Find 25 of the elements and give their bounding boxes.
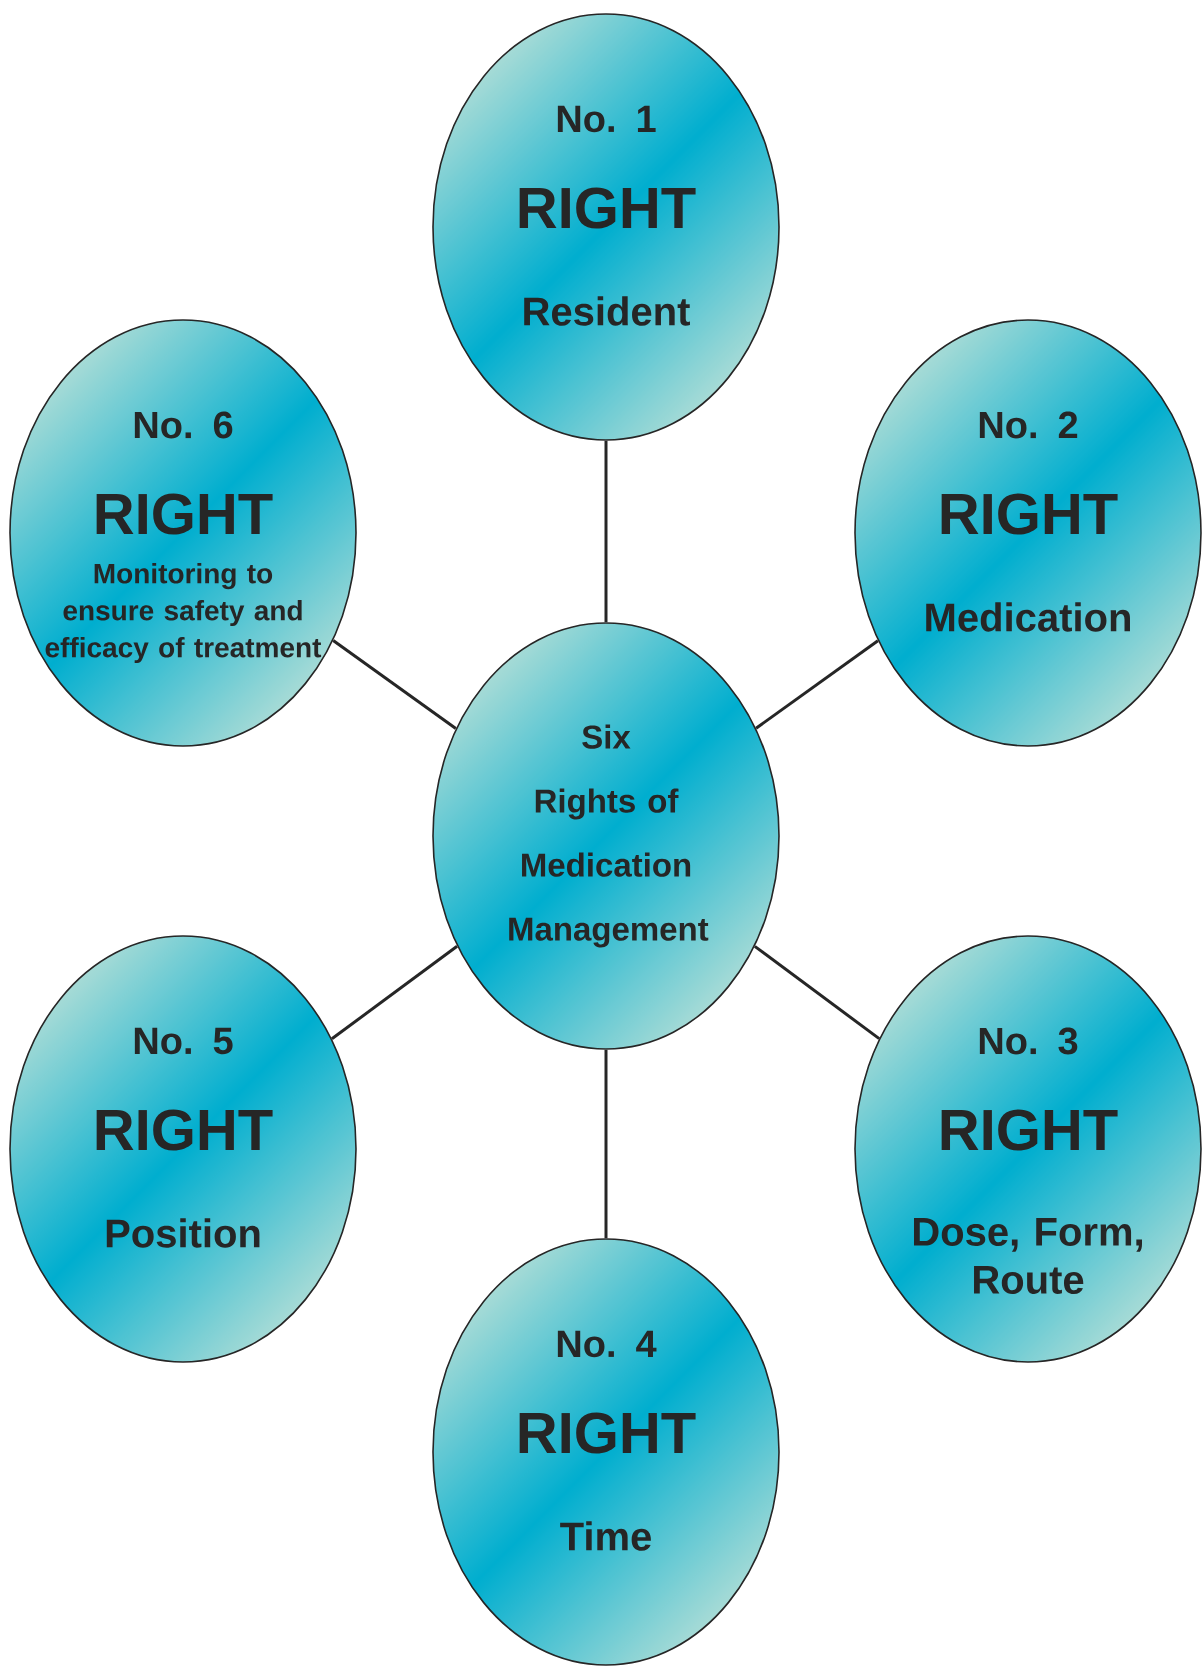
connector-line: [331, 945, 458, 1040]
heading: RIGHT: [96, 493, 273, 535]
body-text: Resident: [524, 296, 690, 326]
body-text: Dose, Form, Route: [914, 1218, 1142, 1294]
number-label: No. 2: [979, 411, 1078, 439]
body-text: Monitoring to ensure safety and efficacy of treatment: [45, 562, 322, 664]
number-label: No. 6: [134, 411, 233, 439]
heading: RIGHT: [96, 1109, 273, 1151]
heading: RIGHT: [519, 187, 696, 229]
connector-line: [332, 639, 457, 730]
number-label: No. 1: [557, 105, 656, 133]
connector-line: [755, 639, 879, 730]
heading: RIGHT: [941, 493, 1118, 535]
heading: RIGHT: [941, 1109, 1118, 1151]
connector-line: [604, 1049, 608, 1239]
connector-line: [753, 945, 881, 1040]
body-text: Position: [106, 1218, 260, 1248]
number-label: No. 3: [979, 1027, 1078, 1055]
body-text: Medication: [926, 602, 1130, 632]
body-text: Time: [560, 1521, 651, 1551]
heading: RIGHT: [519, 1412, 696, 1454]
number-label: No. 5: [134, 1027, 233, 1055]
connector-line: [604, 440, 608, 623]
center-text: Six Rights of Medication Management: [509, 724, 709, 948]
number-label: No. 4: [557, 1330, 657, 1358]
